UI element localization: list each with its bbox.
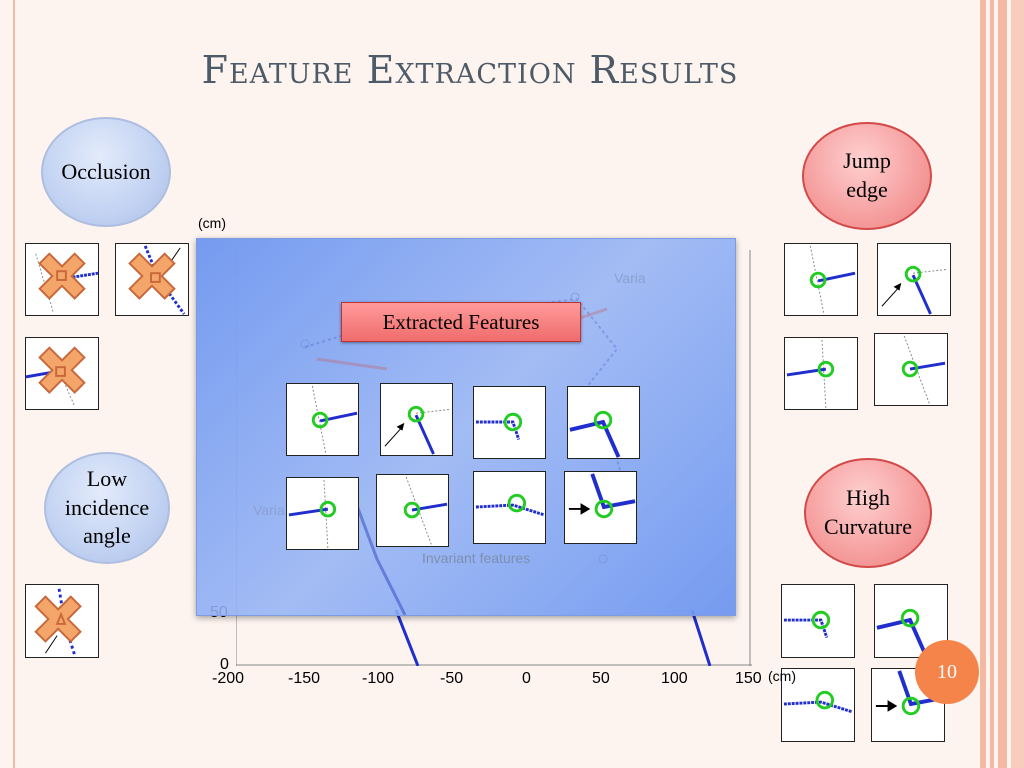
x-tick: 100	[661, 670, 688, 687]
x-tick: 50	[592, 670, 610, 687]
curvature-thumbnail	[781, 584, 855, 658]
variant-label: Varia	[253, 502, 285, 518]
feature-thumbnail	[286, 477, 359, 550]
occlusion-thumbnail	[25, 243, 99, 316]
x-tick: -200	[212, 670, 245, 687]
low-incidence-bubble: Low incidence angle	[44, 452, 170, 564]
scan-plot	[236, 250, 752, 666]
jump-edge-thumbnail	[784, 337, 858, 410]
x-tick: -50	[440, 670, 464, 687]
x-tick: -100	[362, 670, 395, 687]
x-tick: -150	[288, 670, 321, 687]
feature-thumbnail	[564, 471, 637, 544]
high-curvature-label: High Curvature	[824, 485, 912, 539]
slide-title: Feature Extraction Results	[201, 48, 739, 92]
low-incidence-thumbnail	[25, 584, 99, 658]
feature-thumbnail	[473, 471, 546, 544]
variant-label: Varia	[614, 270, 646, 286]
feature-thumbnail	[376, 474, 449, 547]
cross-icon	[38, 252, 86, 300]
jump-edge-label: Jump edge	[843, 148, 891, 202]
feature-thumbnail	[567, 386, 640, 459]
occlusion-label: Occlusion	[61, 158, 151, 184]
occlusion-thumbnail	[25, 337, 99, 410]
invariant-features-label: Invariant features	[422, 550, 531, 566]
low-incidence-label: Low incidence angle	[64, 466, 150, 549]
high-curvature-bubble: High Curvature	[804, 458, 932, 568]
x-tick: 0	[522, 670, 531, 687]
cross-icon	[38, 346, 86, 394]
y-tick: 0	[220, 656, 229, 673]
jump-edge-thumbnail	[877, 243, 951, 316]
feature-thumbnail	[286, 383, 359, 456]
extracted-features-badge: Extracted Features	[341, 302, 581, 342]
occlusion-bubble: Occlusion	[41, 117, 171, 227]
jump-edge-thumbnail	[784, 243, 858, 316]
curvature-thumbnail	[781, 668, 855, 742]
occlusion-thumbnail	[115, 243, 189, 316]
x-tick: 150	[735, 670, 762, 687]
decorative-stripes	[980, 0, 1024, 768]
y-axis-unit: (cm)	[198, 215, 226, 231]
feature-thumbnail	[380, 383, 453, 456]
feature-thumbnail	[473, 386, 546, 459]
page-number: 10	[915, 640, 979, 704]
jump-edge-thumbnail	[874, 333, 948, 406]
left-border-line	[13, 0, 15, 768]
jump-edge-bubble: Jump edge	[802, 122, 932, 230]
x-axis-unit: (cm)	[768, 668, 796, 684]
